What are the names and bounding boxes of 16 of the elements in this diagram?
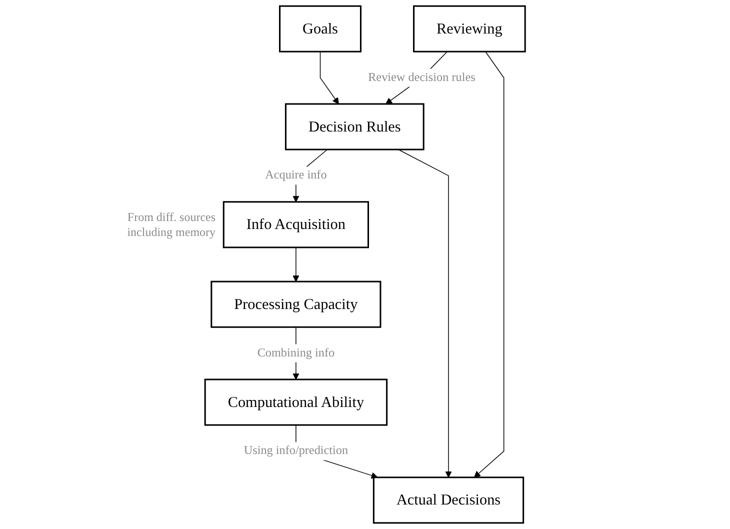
node-box: Goals xyxy=(278,5,362,52)
node-box: Info Acquisition xyxy=(222,201,369,248)
edge-label: Acquire info xyxy=(264,168,327,182)
edge-label: Combining info xyxy=(257,346,334,360)
arrow xyxy=(474,51,504,478)
note-text: From diff. sources including memory xyxy=(126,210,216,239)
node-box: Actual Decisions xyxy=(372,476,524,524)
node-box: Computational Ability xyxy=(204,378,388,426)
arrow xyxy=(292,247,300,282)
arrow xyxy=(398,149,452,478)
edge-label: Using info/prediction xyxy=(244,444,348,458)
edge-label: Review decision rules xyxy=(368,70,476,84)
arrow xyxy=(320,51,339,104)
node-box: Decision Rules xyxy=(284,103,424,150)
node-box: Processing Capacity xyxy=(210,280,382,328)
node-box: Reviewing xyxy=(412,5,526,52)
